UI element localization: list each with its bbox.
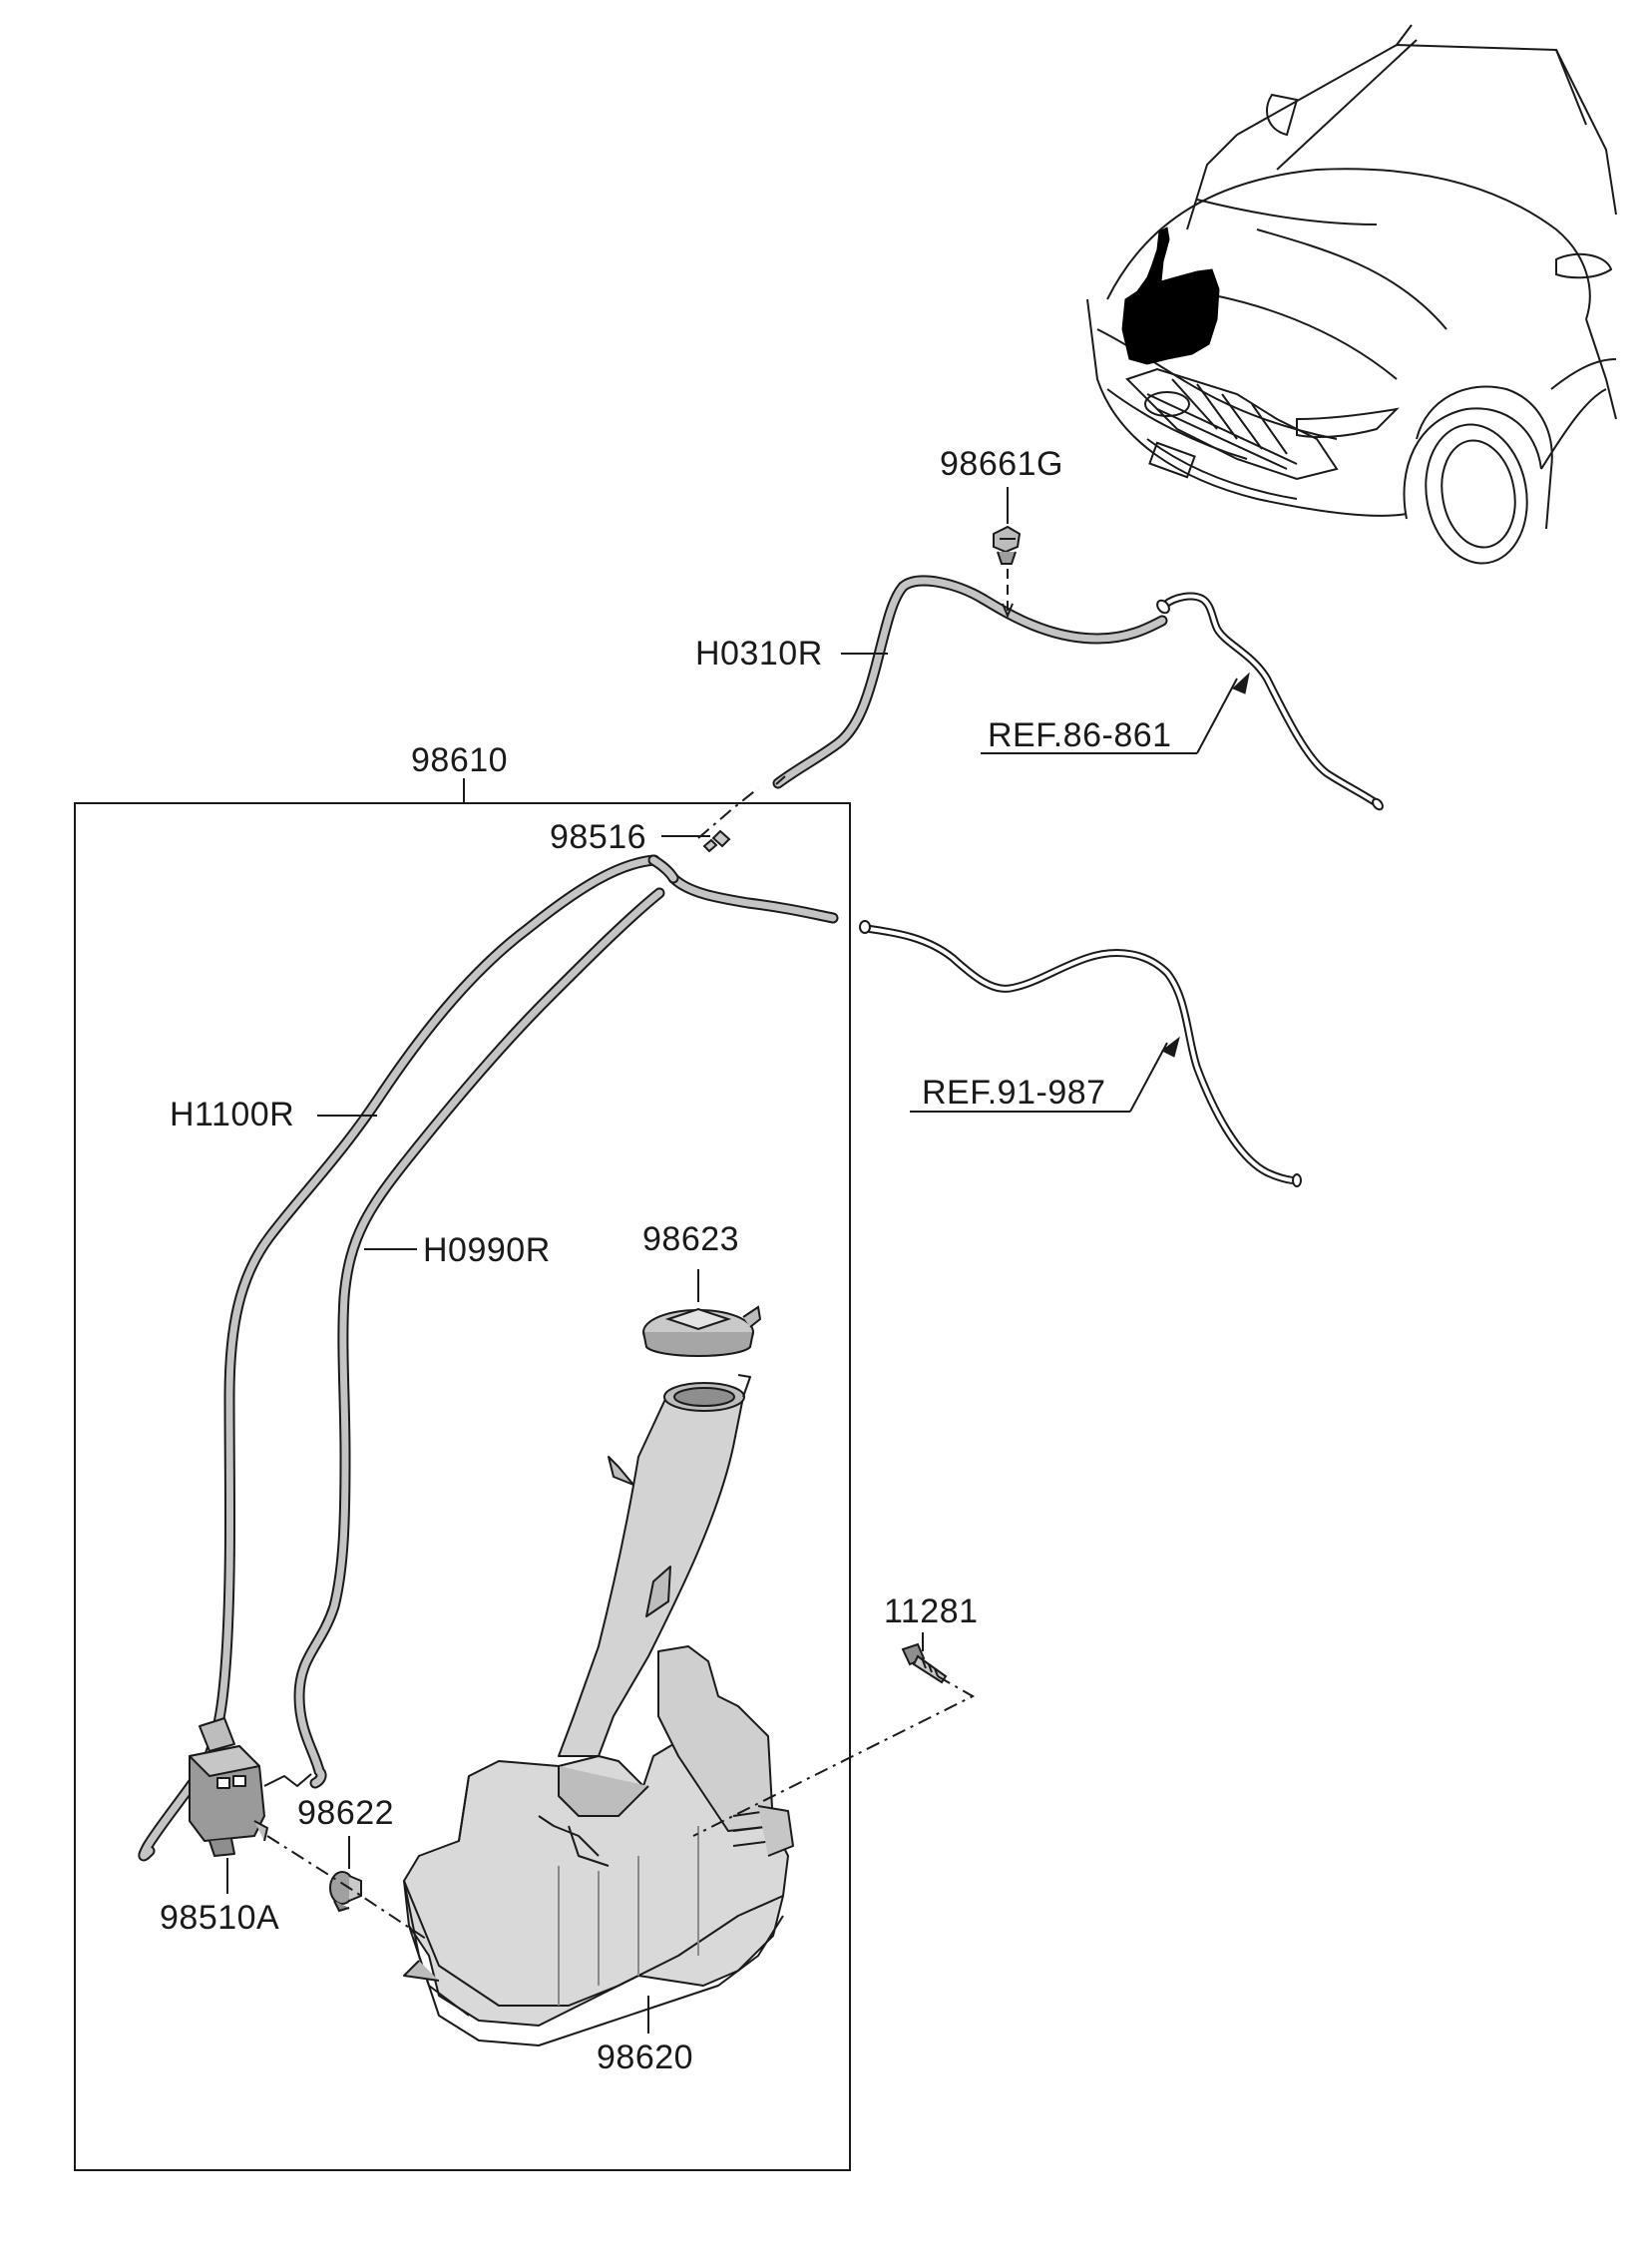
hose-h0310r xyxy=(772,575,1168,789)
label-h0990r: H0990R xyxy=(423,1231,551,1269)
leader-lines xyxy=(226,487,1238,2034)
washer-cap-98623 xyxy=(642,1305,762,1357)
label-11281: 11281 xyxy=(884,1592,979,1630)
bolt-11281 xyxy=(901,1642,948,1684)
label-98516: 98516 xyxy=(550,818,647,856)
hose-rear-branch xyxy=(647,854,839,924)
label-h1100r: H1100R xyxy=(170,1096,295,1133)
ref-91-987-hose xyxy=(859,920,1302,1187)
washer-pump-98510a xyxy=(189,1717,312,1857)
ref-86-861-hose xyxy=(1156,592,1384,811)
label-ref-91-987: REF.91-987 xyxy=(922,1074,1106,1112)
label-98623: 98623 xyxy=(642,1220,740,1258)
label-h0310r: H0310R xyxy=(695,635,823,673)
vehicle-reservoir-highlight xyxy=(1121,226,1220,365)
washer-reservoir-98620 xyxy=(403,1374,794,2046)
label-98622: 98622 xyxy=(297,1794,395,1832)
clip-98661g xyxy=(993,525,1022,565)
assembly-frame-98610 xyxy=(74,802,851,2171)
label-ref-86-861: REF.86-861 xyxy=(988,716,1172,754)
leader-arrows xyxy=(1161,672,1250,1058)
tube-connector-98516 xyxy=(702,829,731,853)
hose-h0990r xyxy=(293,887,665,1789)
label-98510a: 98510A xyxy=(160,1899,280,1937)
label-98610: 98610 xyxy=(411,741,509,779)
vehicle-locator-illustration xyxy=(1086,24,1617,565)
label-98661g: 98661G xyxy=(940,445,1063,483)
label-98620: 98620 xyxy=(597,2038,694,2076)
grommet-98622 xyxy=(329,1871,362,1913)
